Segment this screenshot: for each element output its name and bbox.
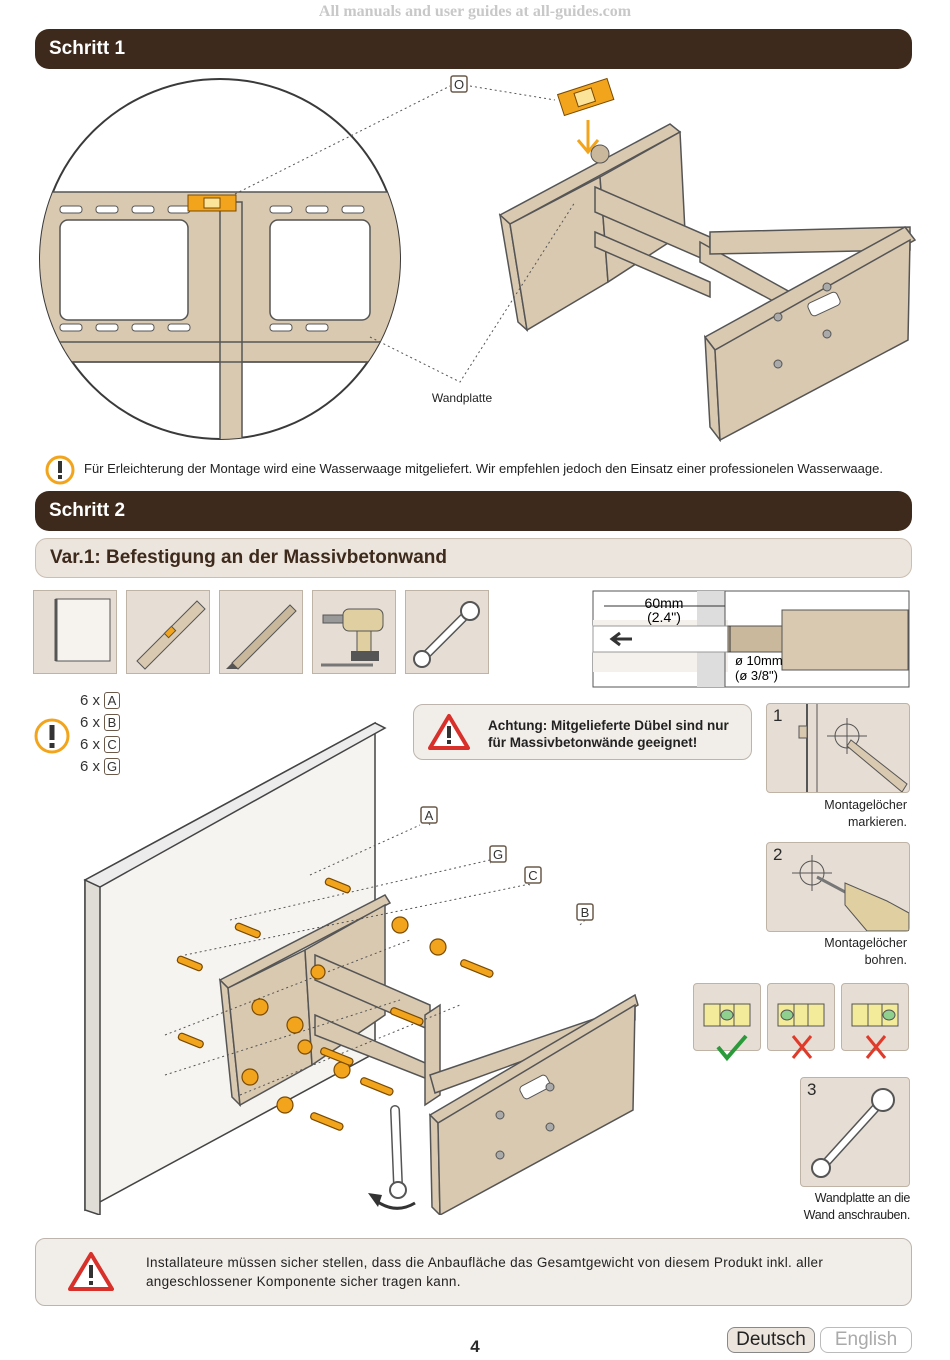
step1-header: Schritt 1 <box>35 29 912 69</box>
step1-note: Für Erleichterung der Montage wird eine … <box>84 461 883 476</box>
cross-icon <box>791 1035 813 1059</box>
lang-deutsch-button[interactable]: Deutsch <box>727 1327 815 1353</box>
substep2-panel: 2 <box>766 842 910 932</box>
level-correct-panel <box>693 983 761 1051</box>
substep3-panel: 3 <box>800 1077 910 1187</box>
part-o-label: O <box>454 77 464 92</box>
warning-triangle-icon <box>68 1252 114 1291</box>
substep1-panel: 1 <box>766 703 910 793</box>
drill-diameter-in: (ø 3/8") <box>735 668 778 683</box>
page-number: 4 <box>470 1337 480 1356</box>
pencil-tool <box>219 590 303 674</box>
part-box: B <box>104 714 121 731</box>
substep2-number: 2 <box>773 845 783 864</box>
caution-text: Achtung: Mitgelieferte Dübel sind nur fü… <box>488 718 729 750</box>
variant-title: Var.1: Befestigung an der Massivbetonwan… <box>50 547 447 568</box>
bottom-warning-text: Installateure müssen sicher stellen, das… <box>146 1255 824 1289</box>
substep3-caption: Wandplatte an die Wand anschrauben. <box>803 1191 911 1222</box>
step1-illustration: O Wandplatte <box>39 75 917 442</box>
check-icon <box>716 1034 748 1062</box>
drill-depth-in: (2.4") <box>647 609 681 625</box>
step2-title: Schritt 2 <box>49 500 126 521</box>
substep2-caption: Montagelöcher bohren. <box>824 936 907 967</box>
concrete-wall-tool <box>33 590 117 674</box>
drill-tool <box>312 590 396 674</box>
info-icon <box>45 455 75 485</box>
substep3-number: 3 <box>807 1080 817 1099</box>
bottom-warning-box: Installateure müssen sicher stellen, das… <box>35 1238 912 1306</box>
part-label-a: A <box>425 808 434 823</box>
part-label-b: B <box>581 905 590 920</box>
part-label-c: C <box>528 868 537 883</box>
spirit-level-tool <box>126 590 210 674</box>
watermark: All manuals and user guides at all-guide… <box>318 3 632 20</box>
step2-header: Schritt 2 <box>35 491 912 531</box>
level-wrong-panel-2 <box>841 983 909 1051</box>
drill-spec-diagram: 60mm (2.4") ø 10mm (ø 3/8") <box>592 590 910 688</box>
wrench-tool <box>405 590 489 674</box>
part-box: G <box>104 758 121 775</box>
lang-english-button[interactable]: English <box>820 1327 912 1353</box>
part-o-label-box <box>450 75 468 93</box>
caution-box: Achtung: Mitgelieferte Dübel sind nur fü… <box>413 704 752 760</box>
drill-diameter: ø 10mm <box>735 653 783 668</box>
variant-title-bar: Var.1: Befestigung an der Massivbetonwan… <box>35 538 912 578</box>
step1-title: Schritt 1 <box>49 38 126 59</box>
substep1-number: 1 <box>773 706 783 725</box>
part-label-g: G <box>493 847 503 862</box>
drill-depth: 60mm <box>645 595 684 611</box>
wallplate-label: Wandplatte <box>432 391 493 405</box>
level-wrong-panel-1 <box>767 983 835 1051</box>
part-box: C <box>104 736 121 753</box>
warning-triangle-icon <box>428 714 470 750</box>
info-icon-qty <box>34 718 70 754</box>
part-box: A <box>104 692 121 709</box>
mounting-illustration: A G C B <box>83 721 639 1215</box>
substep1-caption: Montagelöcher markieren. <box>824 798 907 829</box>
cross-icon <box>865 1035 887 1059</box>
